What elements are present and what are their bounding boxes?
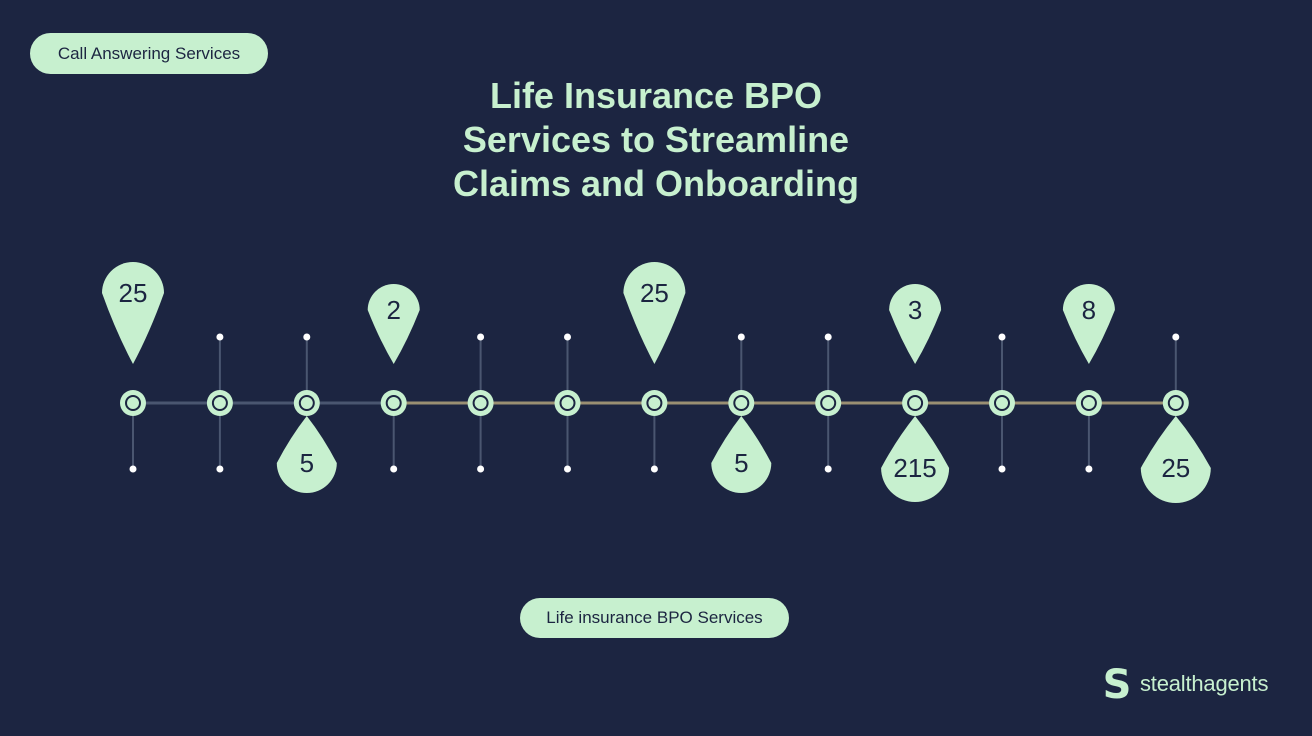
- title-line-3: Claims and Onboarding: [452, 163, 860, 204]
- timeline-node: [815, 390, 842, 416]
- timeline-node-ring: [385, 395, 402, 411]
- timeline-end-dot: [650, 465, 658, 473]
- brand[interactable]: S stealthagents: [1102, 663, 1269, 705]
- timeline-end-dot: [824, 333, 832, 341]
- timeline-node: [380, 390, 407, 416]
- timeline-node-ring: [994, 395, 1010, 411]
- pin-marker-above: 25: [102, 261, 165, 364]
- brand-logo-glyph: S: [1103, 665, 1132, 703]
- timeline-node-ring: [646, 395, 663, 411]
- service-tag[interactable]: Life insurance BPO Services: [520, 598, 789, 638]
- timeline-node-ring: [733, 395, 750, 411]
- timeline-node: [641, 390, 668, 416]
- timeline-end-dot: [564, 333, 571, 341]
- bubble-marker-below: 5: [276, 416, 337, 494]
- pin-shape: [623, 262, 686, 364]
- timeline-node: [293, 390, 320, 416]
- pin-marker-above: 25: [623, 262, 686, 364]
- pin-marker-above: 3: [889, 284, 942, 364]
- pin-marker-above: 8: [1062, 284, 1115, 364]
- timeline-end-dot: [1172, 333, 1180, 341]
- timeline-end-dot: [477, 465, 485, 473]
- bubble-label: 25: [1161, 453, 1190, 483]
- timeline-node: [1162, 390, 1189, 416]
- bubble-shape: [711, 416, 772, 494]
- bubble-label: 215: [893, 453, 936, 483]
- pin-label: 25: [640, 278, 669, 308]
- pin-shape: [367, 284, 420, 364]
- timeline-node: [989, 390, 1015, 416]
- brand-name: stealthagents: [1140, 671, 1269, 696]
- timeline-end-dot: [564, 465, 571, 473]
- timeline-end-dot: [216, 333, 224, 341]
- pin-label: 2: [386, 295, 400, 325]
- pin-marker-above: 2: [367, 284, 420, 364]
- bubble-label: 5: [734, 448, 748, 478]
- timeline-end-dot: [737, 333, 745, 341]
- pin-shape: [889, 284, 942, 364]
- timeline-end-dot: [303, 333, 311, 341]
- timeline-node-ring: [559, 395, 576, 411]
- timeline-node: [902, 390, 929, 416]
- timeline-end-dot: [998, 333, 1006, 341]
- timeline-end-dot: [998, 465, 1006, 473]
- timeline-node-ring: [472, 395, 489, 411]
- timeline-node: [120, 390, 146, 416]
- timeline-node-ring: [1167, 395, 1184, 411]
- timeline-node: [206, 390, 233, 416]
- title-line-1: Life Insurance BPO: [489, 75, 823, 116]
- timeline-node-ring: [907, 395, 924, 411]
- timeline-node: [728, 390, 755, 416]
- pin-label: 25: [119, 278, 148, 308]
- bubble-marker-below: 5: [711, 416, 772, 494]
- timeline-end-dot: [129, 465, 137, 473]
- timeline-node: [1075, 390, 1102, 416]
- pin-shape: [102, 261, 165, 364]
- timeline-node: [554, 390, 581, 416]
- timeline-end-dot: [390, 465, 398, 473]
- pin-label: 3: [908, 295, 922, 325]
- timeline-node-ring: [125, 395, 141, 411]
- bubble-marker-below: 215: [881, 416, 950, 502]
- pin-shape: [1062, 284, 1115, 364]
- bubble-label: 5: [300, 448, 314, 478]
- timeline-node: [467, 390, 494, 416]
- timeline-end-dot: [824, 465, 832, 473]
- timeline-node-ring: [211, 395, 228, 411]
- bubble-shape: [276, 416, 337, 494]
- timeline-node-ring: [1080, 395, 1097, 411]
- timeline-node-ring: [820, 395, 837, 411]
- bubble-shape: [1140, 416, 1211, 503]
- page-title: Life Insurance BPO Services to Streamlin…: [356, 74, 956, 206]
- brand-logo-icon: S: [1103, 665, 1132, 703]
- timeline-end-dot: [216, 465, 224, 473]
- bubble-marker-below: 25: [1140, 416, 1211, 503]
- timeline-node-ring: [298, 395, 315, 411]
- timeline-end-dot: [1085, 465, 1093, 473]
- category-tag[interactable]: Call Answering Services: [30, 33, 268, 74]
- timeline-end-dot: [477, 333, 485, 341]
- title-line-2: Services to Streamline: [462, 119, 850, 160]
- bubble-shape: [881, 416, 950, 502]
- pin-label: 8: [1082, 295, 1096, 325]
